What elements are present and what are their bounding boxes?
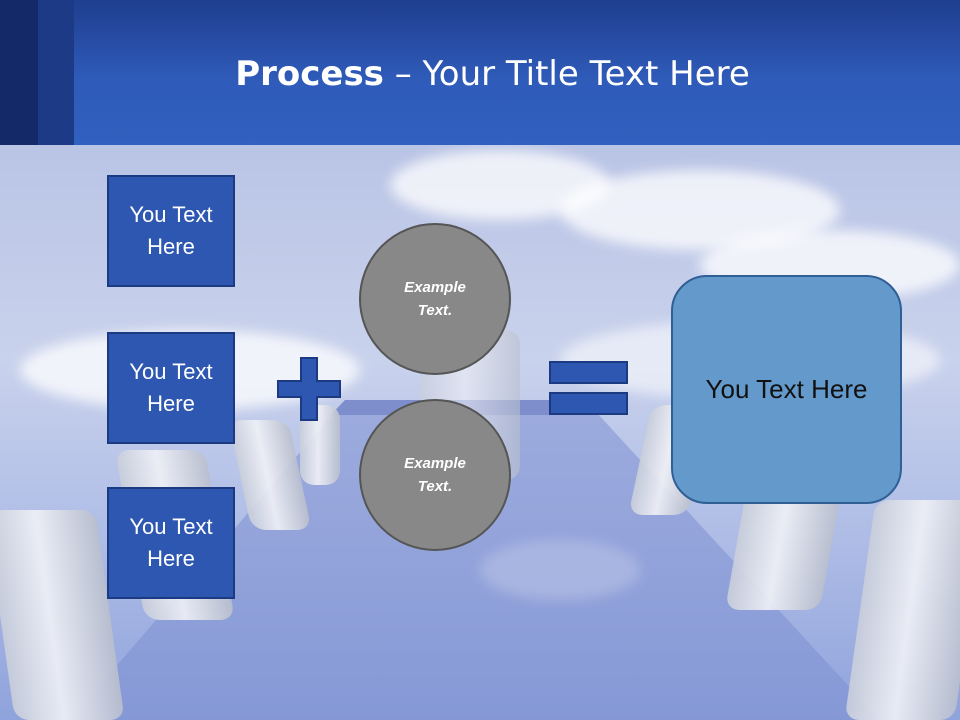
title-bold: Process: [235, 54, 384, 94]
plus-icon: [277, 357, 341, 421]
circle-label: Example Text.: [404, 455, 466, 495]
header-accent-bar: [0, 0, 38, 145]
slide-title: Process – Your Title Text Here: [0, 52, 960, 96]
circle-label: Example Text.: [404, 279, 466, 319]
result-box[interactable]: You Text Here: [671, 275, 902, 504]
result-label: You Text Here: [705, 374, 868, 404]
header-accent-bar: [38, 0, 74, 145]
example-circle-2[interactable]: Example Text.: [359, 399, 511, 551]
example-circle-1[interactable]: Example Text.: [359, 223, 511, 375]
title-bar: Process – Your Title Text Here: [0, 0, 960, 145]
input-box-2[interactable]: You Text Here: [107, 332, 235, 444]
input-box-label: You Text Here: [129, 202, 213, 259]
input-box-1[interactable]: You Text Here: [107, 175, 235, 287]
title-rest: – Your Title Text Here: [383, 54, 750, 94]
input-box-label: You Text Here: [129, 359, 213, 416]
input-box-3[interactable]: You Text Here: [107, 487, 235, 599]
input-box-label: You Text Here: [129, 514, 213, 571]
equals-icon: [549, 361, 628, 415]
